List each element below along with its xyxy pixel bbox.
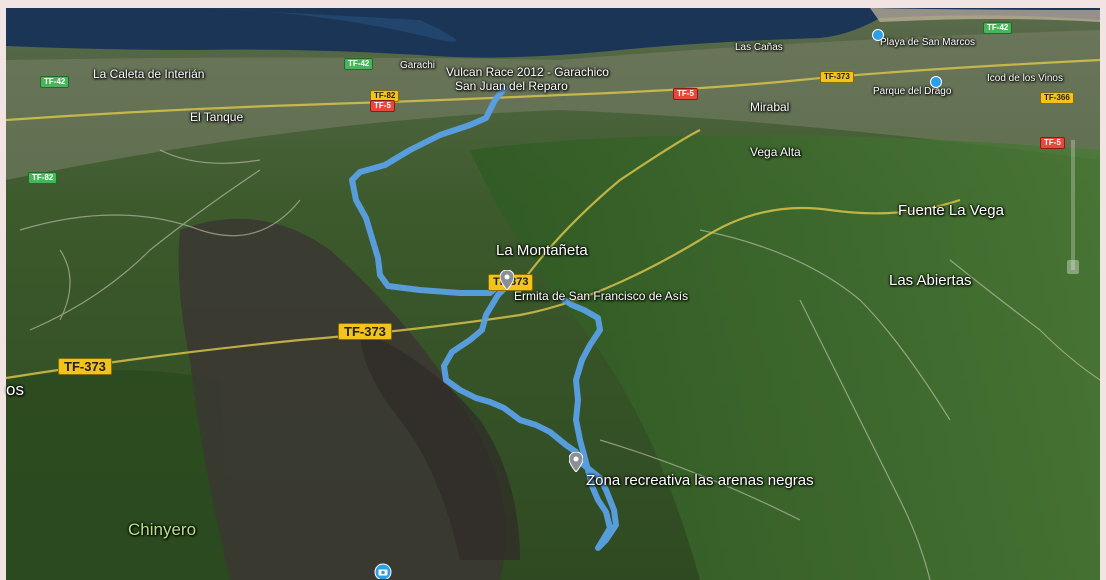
place-ermita: Ermita de San Francisco de Asís [514,289,689,303]
road-shield-tf5: TF-5 [370,100,395,112]
road-shield-tf373-left: TF-373 [58,358,112,375]
road-shield-tf42-west: TF-42 [40,76,70,88]
poi-icon[interactable] [872,29,884,41]
forest-area [470,135,1100,580]
lava-field-2 [360,330,520,560]
place-el-tanque: El Tanque [190,110,244,124]
road-shield-tf366: TF-366 [1040,92,1074,104]
road-shield-tf373-top: TF-373 [820,71,854,83]
place-chinyero: Chinyero [128,520,197,539]
place-mirabal: Mirabal [750,100,790,114]
camera-icon[interactable] [374,563,392,579]
road-shield-tf5-mid: TF-5 [673,88,698,100]
main-roads [5,58,1101,380]
map-pin-icon[interactable] [500,270,514,290]
place-garachico-coast: Garachi [400,60,436,71]
hiking-track[interactable] [349,85,619,551]
sea-shallow [200,8,456,42]
urban-area [6,30,1100,180]
place-la-caleta: La Caleta de Interián [93,67,205,81]
poi-icon[interactable] [930,76,942,88]
forest-area-left [6,370,230,580]
road-shield-tf42-coast: TF-42 [344,58,374,70]
road-shield-tf373-mid: TF-373 [338,323,392,340]
sea [6,8,1100,58]
road-shield-tf82-left: TF-82 [28,172,58,184]
place-san-juan-del-reparo: San Juan del Reparo [455,79,568,93]
place-zona-recreativa: Zona recreativa las arenas negras [586,472,814,489]
place-la-montaneta: La Montañeta [496,242,588,259]
place-vega-alta: Vega Alta [750,145,801,159]
zoom-slider[interactable] [1066,140,1080,280]
place-las-abiertas: Las Abiertas [889,272,972,289]
place-vulcan-race: Vulcan Race 2012 - Garachico [446,65,609,79]
map-pin-icon[interactable] [569,452,583,472]
minor-roads [19,149,1101,580]
place-partial-left: os [6,380,24,399]
place-icod: Icod de los Vinos [987,73,1063,84]
place-fuente-la-vega: Fuente La Vega [898,202,1004,219]
road-shield-tf5-east: TF-5 [1040,137,1065,149]
lava-field [178,218,506,580]
place-las-canas: Las Cañas [735,42,783,53]
coast [870,8,1100,22]
road-shield-tf42: TF-42 [983,22,1013,34]
place-playa-san-marcos: Playa de San Marcos [880,37,976,48]
place-parque-drago: Parque del Drago [873,86,952,97]
